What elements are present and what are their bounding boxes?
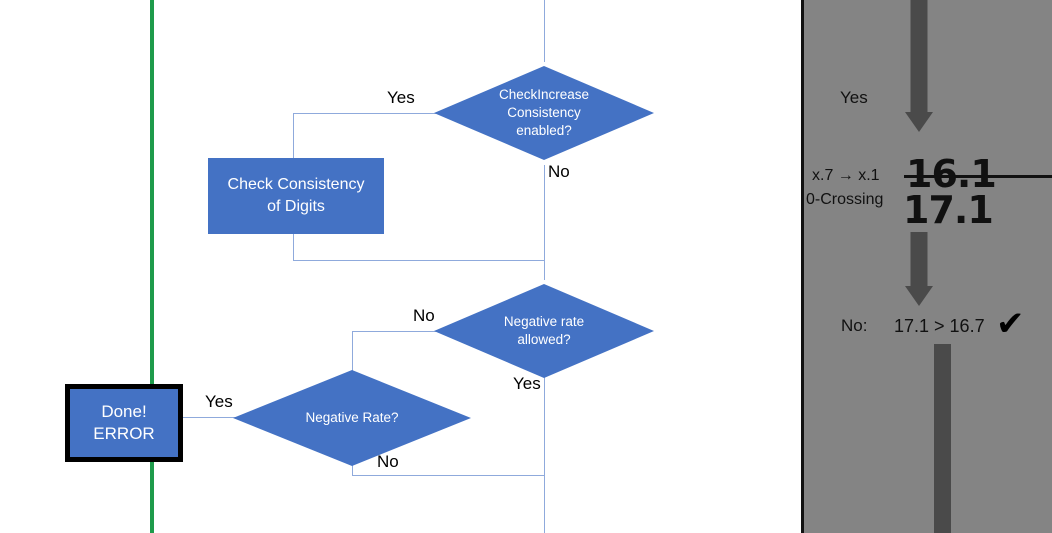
decision-line-1: Negative rate (503, 313, 585, 329)
decision-line-2: Consistency (507, 104, 581, 120)
process-line-2: of Digits (267, 198, 325, 215)
panel-row-0-value: 16.1 (904, 152, 1052, 196)
connector-top-stem (544, 0, 545, 62)
decision-line-1: CheckIncrease (498, 86, 590, 102)
arrow-head (905, 112, 933, 132)
terminator-line-1: Done! (101, 401, 147, 421)
edge-label-negative-rate-no: No (377, 452, 399, 471)
connector-yes-branch-return (293, 260, 545, 261)
panel-check-mark: ✔ (996, 304, 1025, 344)
edge-label-check-increase-yes: Yes (387, 88, 415, 107)
decision-label: CheckIncrease Consistency enabled? (434, 66, 654, 160)
panel-arrow-top (884, 0, 954, 134)
decision-negative-rate[interactable]: Negative Rate? (233, 370, 471, 466)
connector-yes-branch-top (293, 113, 436, 114)
panel-row-1-label: 0-Crossing (806, 191, 884, 208)
panel-row-1-value: 17.1 (903, 188, 994, 232)
connector-no-branch-vertical (544, 165, 545, 280)
terminator-done-error[interactable]: Done! ERROR (65, 384, 183, 462)
process-label: Check Consistency of Digits (228, 174, 365, 217)
edge-label-check-increase-no: No (548, 162, 570, 181)
decision-line-3: enabled? (516, 123, 572, 139)
process-check-consistency-of-digits[interactable]: Check Consistency of Digits (208, 158, 384, 234)
decision-line-2: allowed? (517, 332, 571, 347)
panel-row-0-label: x.7 → x.1 (812, 167, 880, 184)
panel-bottom-bar (934, 344, 951, 533)
arrow-shaft (910, 0, 928, 114)
decision-line-1: Negative Rate? (305, 409, 399, 425)
terminator-line-2: ERROR (93, 424, 155, 443)
edge-label-negative-rate-allowed-no: No (413, 306, 435, 325)
panel-arrow-middle (884, 232, 954, 308)
edge-label-negative-rate-allowed-yes: Yes (513, 374, 541, 393)
connector-box-top-stub (293, 113, 294, 158)
decision-negative-rate-allowed[interactable]: Negative rate allowed? (434, 284, 654, 378)
arrow-head (905, 286, 933, 306)
edge-label-done-error-yes: Yes (205, 392, 233, 411)
explanation-panel: Yes x.7 → x.1 16.1 0-Crossing 17.1 No: 1… (801, 0, 1052, 533)
connector-neg-allowed-no-h (352, 331, 436, 332)
connector-neg-rate-no-h (352, 475, 545, 476)
decision-label: Negative Rate? (233, 370, 471, 466)
decision-label: Negative rate allowed? (434, 284, 654, 378)
panel-yes-label: Yes (840, 88, 868, 107)
connector-neg-allowed-yes-v (544, 372, 545, 533)
arrow-shaft (910, 232, 928, 288)
panel-comparison-prefix: No: (841, 316, 868, 335)
process-line-1: Check Consistency (227, 176, 365, 194)
panel-comparison-expression: 17.1 > 16.7 (894, 316, 985, 336)
green-divider-line (150, 0, 154, 533)
connector-done-error-yes (174, 417, 236, 418)
decision-check-increase-consistency[interactable]: CheckIncrease Consistency enabled? (434, 66, 654, 160)
